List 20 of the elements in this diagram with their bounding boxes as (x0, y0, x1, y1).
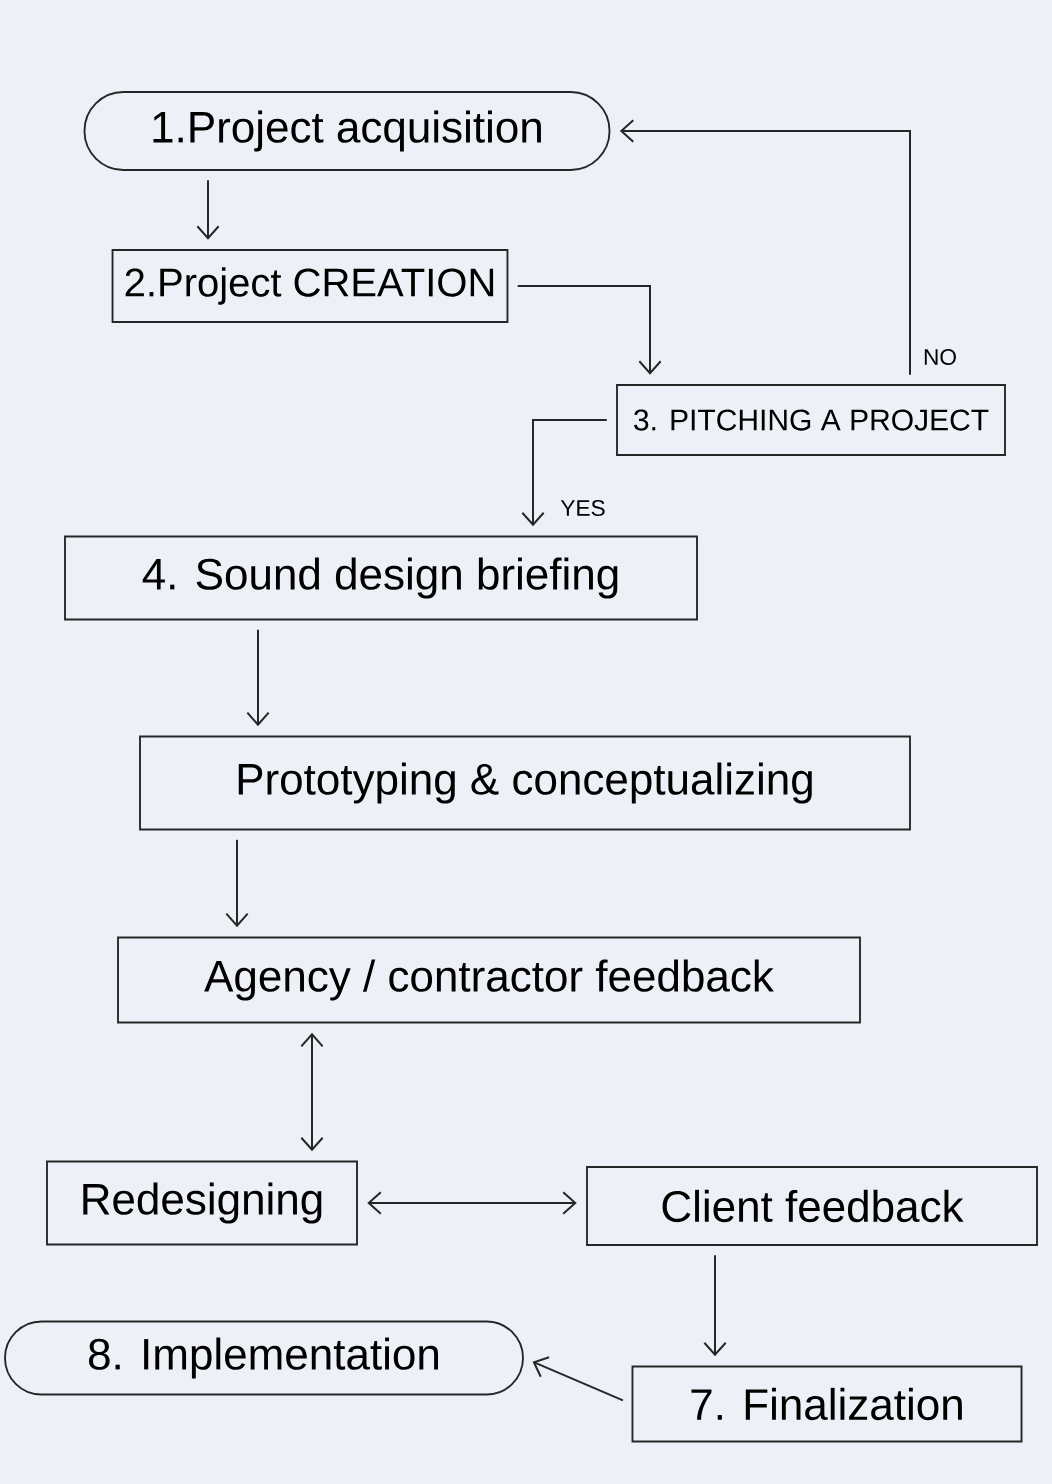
arrow (225, 838, 249, 928)
arrow (516, 285, 662, 375)
process-box: 2.Project CREATION (111, 249, 509, 323)
start-box: 1.Project acquisition (83, 91, 611, 171)
process-box: Redesigning (46, 1160, 358, 1246)
arrow (619, 119, 911, 376)
arrow (532, 1356, 624, 1402)
arrow (196, 179, 220, 240)
process-box: 3. PITCHING A PROJECT (616, 384, 1006, 456)
arrow (703, 1254, 727, 1357)
arrow (300, 1032, 324, 1152)
arrow (521, 419, 608, 527)
arrow (367, 1191, 577, 1215)
arrow (246, 628, 270, 727)
process-box: Prototyping & conceptualizing (139, 735, 911, 831)
end-box: 8. Implementation (4, 1320, 524, 1396)
process-box: 4. Sound design briefing (64, 535, 698, 621)
process-box: Client feedback (586, 1166, 1038, 1246)
process-box: 7. Finalization (631, 1365, 1023, 1443)
process-box: Agency / contractor feedback (117, 936, 861, 1024)
